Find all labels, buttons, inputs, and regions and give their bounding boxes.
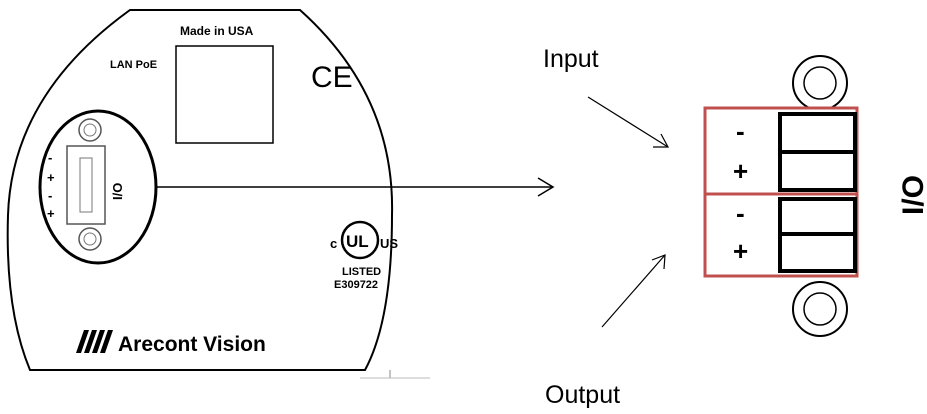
top-screw-large-icon — [792, 55, 848, 111]
terminal-slot-3 — [778, 197, 857, 236]
lan-port-square — [175, 45, 274, 144]
arecont-logo-icon — [76, 330, 113, 353]
terminal-sign-1: - — [736, 116, 745, 146]
io-highlight-oval — [38, 109, 158, 265]
output-arrow — [601, 254, 666, 328]
panel-io-connector: - + - + I/O — [38, 109, 158, 265]
terminal-block-small — [66, 145, 106, 225]
panel-pin-4: + — [47, 206, 55, 221]
input-label: Input — [543, 45, 599, 73]
terminal-slot-4 — [778, 232, 857, 273]
made-in-usa-label: Made in USA — [180, 24, 254, 38]
ul-file-number: E309722 — [334, 279, 378, 291]
terminal-slot-1 — [778, 112, 857, 154]
terminal-sign-4: + — [733, 236, 748, 266]
connection-arrow — [156, 177, 555, 197]
ul-listed-mark: UL c US LISTED E309722 — [330, 220, 398, 291]
brand-name: Arecont Vision — [118, 333, 266, 356]
camera-back-panel: Made in USA LAN PoE CE - + - + I/O UL c … — [6, 9, 430, 379]
top-screw-icon — [78, 118, 102, 142]
panel-io-label: I/O — [110, 183, 125, 200]
ul-left: c — [330, 236, 337, 251]
panel-pin-3: - — [48, 188, 52, 203]
lan-poe-label: LAN PoE — [110, 59, 157, 71]
output-label: Output — [545, 381, 620, 409]
bottom-screw-icon — [78, 227, 102, 251]
ul-right: US — [380, 236, 398, 251]
terminal-sign-3: - — [736, 198, 745, 228]
panel-outline — [6, 9, 394, 371]
panel-pin-1: - — [48, 150, 52, 165]
ul-circle-icon — [340, 220, 380, 260]
ce-mark: CE — [311, 61, 353, 94]
panel-pin-2: + — [47, 170, 55, 185]
detail-io-label: I/O — [897, 175, 927, 215]
ul-listed-label: LISTED — [342, 266, 381, 278]
terminal-sign-2: + — [733, 156, 748, 186]
io-detail-view: Input Output - + — [543, 45, 927, 409]
terminal-slot-2 — [778, 150, 857, 192]
ul-center: UL — [346, 232, 369, 251]
input-arrow — [587, 96, 670, 148]
bottom-screw-large-icon — [792, 281, 848, 337]
